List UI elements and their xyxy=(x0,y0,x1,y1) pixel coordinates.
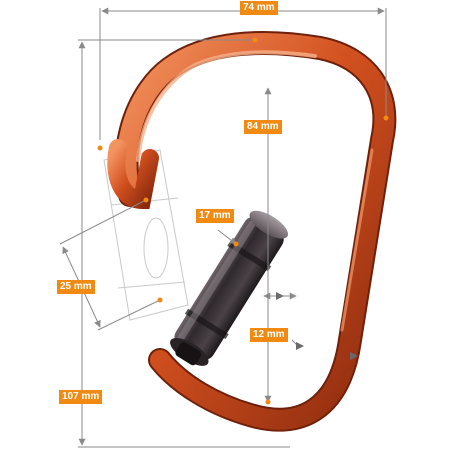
sleeve-dimension-line xyxy=(217,229,237,245)
dimension-lines xyxy=(59,7,387,448)
height-label: 107 mm xyxy=(59,390,103,404)
small-arrow-markers xyxy=(276,292,358,360)
dimension-arrowhead-icon xyxy=(296,342,304,350)
sleeve-label: 17 mm xyxy=(196,209,234,223)
dimension-arrowhead-icon xyxy=(276,292,284,300)
dimension-arrowhead-icon xyxy=(350,352,358,360)
carabiner-frame xyxy=(107,30,397,432)
width-label: 74 mm xyxy=(240,1,278,15)
bar-label: 12 mm xyxy=(250,328,288,342)
locking-sleeve xyxy=(170,210,289,366)
gate-opening-label: 25 mm xyxy=(57,280,95,294)
inner-length-label: 84 mm xyxy=(244,120,282,134)
measurement-points xyxy=(97,37,389,405)
